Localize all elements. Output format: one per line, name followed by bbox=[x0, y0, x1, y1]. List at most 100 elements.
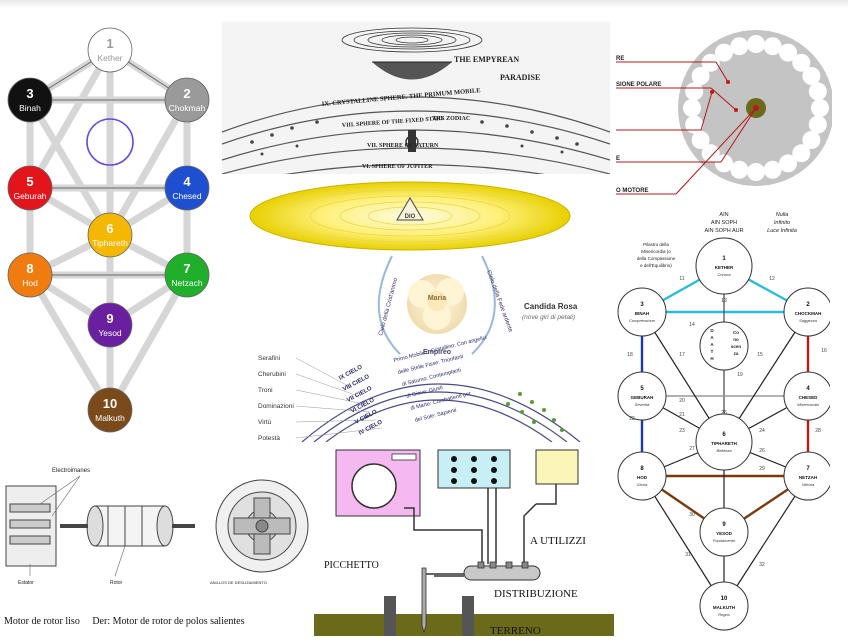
stator-slot bbox=[808, 82, 827, 101]
choir-label: Troni bbox=[258, 387, 273, 394]
sephirah-number: 10 bbox=[103, 396, 117, 411]
trinity-triangle bbox=[396, 197, 424, 221]
node-number: 3 bbox=[640, 302, 644, 308]
path-number: 23 bbox=[679, 428, 685, 434]
stator-slot bbox=[685, 82, 704, 101]
picchetto-label: PICCHETTO bbox=[324, 560, 379, 571]
daath-letter: A bbox=[710, 342, 714, 347]
sephirah-number: 2 bbox=[183, 86, 190, 101]
ain-soph-aur-label: AIN SOPH AUR bbox=[704, 228, 743, 234]
daath-letter: D bbox=[710, 328, 714, 333]
stator-slot bbox=[747, 163, 765, 181]
node-name: TIPHARETH bbox=[711, 441, 737, 446]
node-name: KETHER bbox=[715, 265, 734, 270]
grounding-diagram: A UTILIZZI PICCHETTO DISTRIBUZIONE TERRE… bbox=[314, 449, 614, 636]
node-sub: Misericordia bbox=[797, 402, 819, 407]
sephirah-number: 3 bbox=[26, 86, 33, 101]
node-sub: Vittoria bbox=[802, 482, 815, 487]
path-number: 32 bbox=[759, 562, 765, 568]
label-paradise: PARADISE bbox=[500, 73, 540, 82]
estator-label: Estator bbox=[18, 580, 34, 586]
node-number: 6 bbox=[722, 432, 726, 438]
motor-caption: Motor de rotor liso Der: Motor de rotor … bbox=[4, 616, 245, 627]
path-number: 25 bbox=[721, 410, 727, 416]
celestial-spheres-panel: THE EMPYREAN PARADISE IX. CRYSTALLINE SP… bbox=[222, 22, 610, 174]
node-sub: Corona bbox=[717, 272, 731, 277]
label-saturn: VII. SPHERE OF SATURN bbox=[367, 143, 439, 149]
ain-label: AIN bbox=[719, 212, 728, 218]
sephirah-name: Tiphareth bbox=[92, 238, 128, 248]
sephirah-number: 7 bbox=[183, 261, 190, 276]
stator-slot bbox=[792, 53, 811, 72]
candida-sub: (nove giri di petali) bbox=[522, 314, 575, 321]
node-sub: Comprensione bbox=[629, 318, 656, 323]
path-number: 12 bbox=[769, 276, 775, 282]
pillar-text-4: e dell'Equilibrio) bbox=[640, 263, 672, 268]
path-number: 13 bbox=[721, 298, 727, 304]
node-number: 1 bbox=[722, 256, 726, 262]
path-number: 21 bbox=[679, 412, 685, 418]
node-sub: Gloria bbox=[637, 482, 648, 487]
tree-of-life-annotated: AIN AIN SOPH AIN SOPH AUR Nulla Infinito… bbox=[617, 212, 830, 631]
daath-side: scen bbox=[731, 344, 742, 349]
motor-label-motore: O MOTORE bbox=[616, 188, 649, 194]
node-sub: Fondamento bbox=[713, 538, 736, 543]
path-number: 19 bbox=[737, 372, 743, 378]
sephirah-name: Chokmah bbox=[169, 103, 206, 113]
stator-slot bbox=[763, 37, 782, 56]
sephirah-number: 9 bbox=[106, 311, 113, 326]
daath-side: Co bbox=[733, 330, 739, 335]
stator-slot bbox=[747, 35, 765, 53]
rotor-label: Rotor bbox=[110, 580, 123, 586]
stator-slot bbox=[683, 99, 701, 117]
stator-slot bbox=[779, 154, 797, 173]
daath-letter: H bbox=[710, 356, 713, 361]
stator-slot bbox=[802, 131, 821, 149]
white-rose bbox=[407, 274, 467, 334]
label-jupiter: VI. SPHERE OF JUPITER bbox=[362, 164, 433, 170]
sephirah-name: Netzach bbox=[171, 278, 202, 288]
label-fixed-stars: VIII. SPHERE OF THE FIXED STARS bbox=[342, 116, 445, 129]
ground-rod bbox=[421, 567, 427, 634]
stator-slot bbox=[730, 160, 749, 179]
node-name: MALKUTH bbox=[713, 605, 735, 610]
path-number: 16 bbox=[821, 348, 827, 354]
path-number: 26 bbox=[759, 448, 765, 454]
path-number: 30 bbox=[689, 512, 695, 518]
electric-motor-drawings: Electroimanes Estator Rotor ANILLOS DE D… bbox=[4, 468, 309, 627]
stator-slot bbox=[701, 53, 720, 72]
node-name: HOD bbox=[637, 475, 648, 480]
sephirah-name: Binah bbox=[19, 103, 41, 113]
choir-label: Potestà bbox=[258, 435, 280, 442]
sephirah-name: Kether bbox=[97, 53, 122, 63]
distribution-bar bbox=[463, 565, 541, 581]
node-name: CHESED bbox=[799, 395, 819, 400]
collage-shadow bbox=[0, 0, 848, 8]
stator-slot bbox=[730, 37, 749, 56]
node-number: 2 bbox=[806, 302, 810, 308]
stator-slot bbox=[715, 43, 733, 62]
sephirah-name: Yesod bbox=[98, 328, 122, 338]
path-number: 29 bbox=[759, 466, 765, 472]
lamp-box bbox=[535, 449, 579, 485]
electroimanes-label: Electroimanes bbox=[52, 468, 90, 474]
path-number: 15 bbox=[757, 352, 763, 358]
node-name: NETZAH bbox=[799, 475, 817, 480]
pillar-text-1: Pilastro della bbox=[643, 242, 669, 247]
terreno-label: TERRENO bbox=[490, 625, 541, 636]
utilizzi-label: A UTILIZZI bbox=[530, 535, 586, 547]
